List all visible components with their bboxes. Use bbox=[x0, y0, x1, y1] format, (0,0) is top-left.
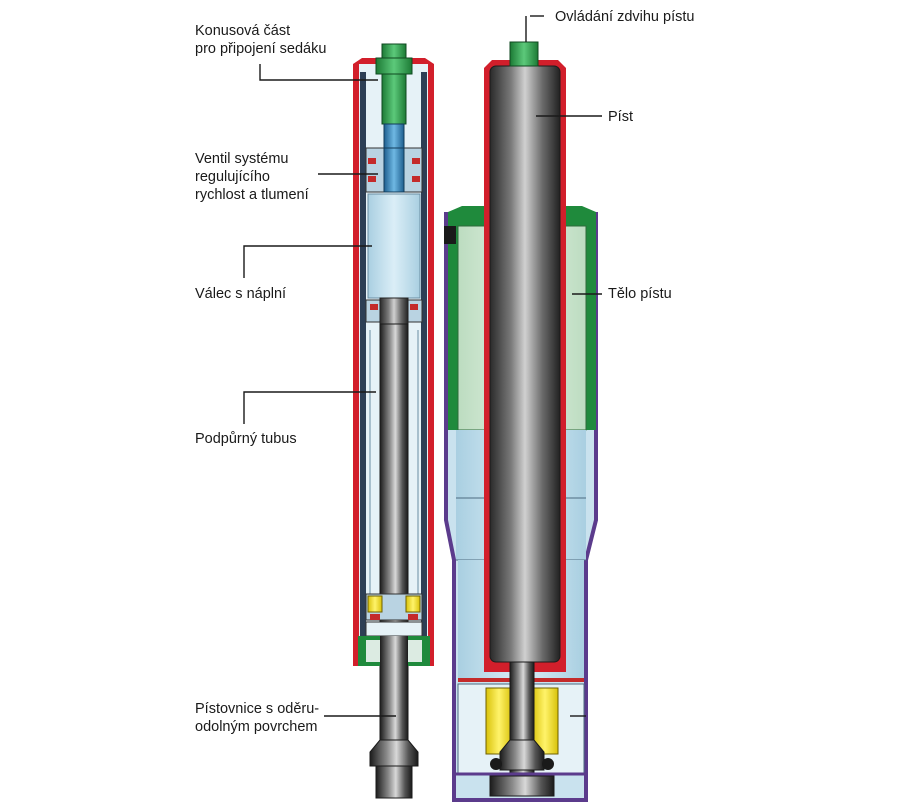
label-piston-line1: Píst bbox=[608, 109, 633, 125]
piston-silver bbox=[489, 65, 561, 663]
label-cylinder-line1: Válec s náplní bbox=[195, 286, 287, 302]
label-lift-control-line1: Ovládání zdvihu pístu bbox=[555, 9, 695, 25]
piston-rod bbox=[379, 323, 409, 795]
leader-support-tube bbox=[243, 391, 376, 424]
label-cylinder: Válec s náplní bbox=[195, 285, 286, 303]
label-piston: Píst bbox=[608, 108, 633, 126]
label-support-tube: Podpůrný tubus bbox=[195, 430, 297, 448]
label-valve-line1: Ventil systému bbox=[195, 151, 289, 167]
label-piston-rod: Pístovnice s oděru- odolným povrchem bbox=[195, 700, 319, 736]
seal-yellow-left bbox=[367, 595, 383, 613]
leader-lines bbox=[243, 16, 602, 717]
label-seat-cone-line1: Konusová část bbox=[195, 23, 291, 39]
left-gas-spring bbox=[353, 43, 434, 799]
leader-cylinder bbox=[243, 245, 372, 278]
label-valve-line3: rychlost a tlumení bbox=[195, 187, 309, 203]
leader-seat-cone bbox=[259, 64, 378, 81]
label-support-tube-line1: Podpůrný tubus bbox=[195, 431, 297, 447]
right-piston-body bbox=[444, 41, 598, 802]
label-piston-rod-line2: odolným povrchem bbox=[195, 719, 318, 735]
label-valve: Ventil systému regulujícího rychlost a t… bbox=[195, 150, 309, 204]
label-lift-control: Ovládání zdvihu pístu bbox=[555, 8, 694, 26]
label-piston-body: Tělo pístu bbox=[608, 285, 672, 303]
lift-control-knob bbox=[509, 41, 539, 67]
label-seat-cone: Konusová část pro připojení sedáku bbox=[195, 22, 326, 58]
label-piston-body-line1: Tělo pístu bbox=[608, 286, 672, 302]
seat-cone-top bbox=[381, 43, 407, 125]
cylinder-fill bbox=[367, 193, 421, 299]
label-piston-rod-line1: Pístovnice s oděru- bbox=[195, 701, 320, 717]
label-seat-cone-line2: pro připojení sedáku bbox=[195, 41, 327, 57]
label-valve-line2: regulujícího bbox=[195, 169, 270, 185]
